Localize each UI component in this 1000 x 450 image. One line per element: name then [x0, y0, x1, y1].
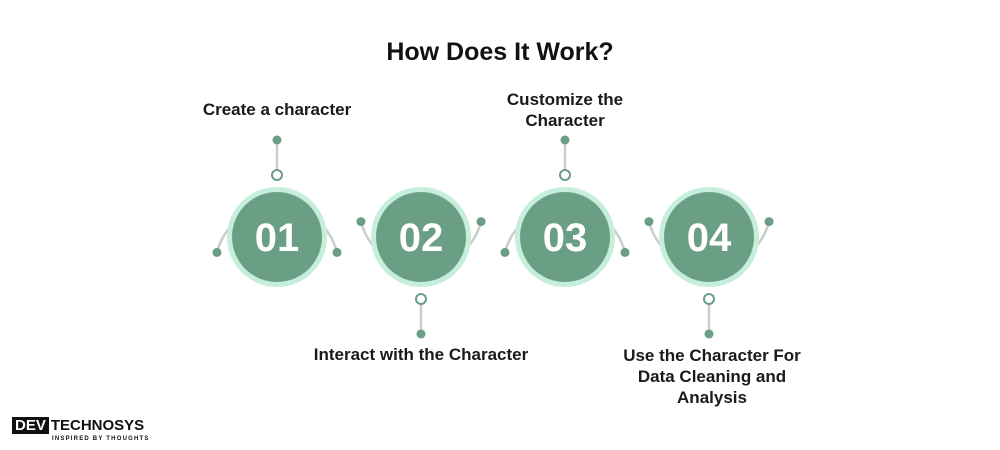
arc-end-dot — [212, 247, 222, 257]
arc-end-dot — [476, 217, 486, 227]
arc-end-dot — [620, 247, 630, 257]
connector-node — [703, 293, 715, 305]
step-circle — [664, 192, 754, 282]
arc-end-dot — [644, 217, 654, 227]
arc-end-dot — [356, 217, 366, 227]
step-circle — [232, 192, 322, 282]
connector-node — [415, 293, 427, 305]
step-circle — [376, 192, 466, 282]
logo-tagline: INSPIRED BY THOUGHTS — [52, 436, 150, 442]
step-number-4: 04 — [687, 216, 732, 260]
step-number-3: 03 — [543, 216, 588, 260]
step-label-1: Create a character — [202, 100, 352, 119]
connector-dot — [704, 329, 714, 339]
step-circle — [520, 192, 610, 282]
step-label-4: Use the Character For Data Cleaning and … — [623, 346, 801, 407]
logo-name: TECHNOSYS — [50, 417, 145, 434]
arc-end-dot — [500, 247, 510, 257]
connector-node — [271, 169, 283, 181]
page-title: How Does It Work? — [386, 38, 614, 66]
arc-end-dot — [764, 217, 774, 227]
logo-dev: DEV — [12, 417, 49, 434]
step-number-1: 01 — [255, 216, 300, 260]
step-number-2: 02 — [399, 216, 444, 260]
connector-dot — [272, 135, 282, 145]
arc-end-dot — [332, 247, 342, 257]
connector-dot — [416, 329, 426, 339]
connector-node — [559, 169, 571, 181]
connector-dot — [560, 135, 570, 145]
step-label-2: Interact with the Character — [313, 345, 529, 364]
step-label-3: Customize the Character — [506, 90, 624, 130]
